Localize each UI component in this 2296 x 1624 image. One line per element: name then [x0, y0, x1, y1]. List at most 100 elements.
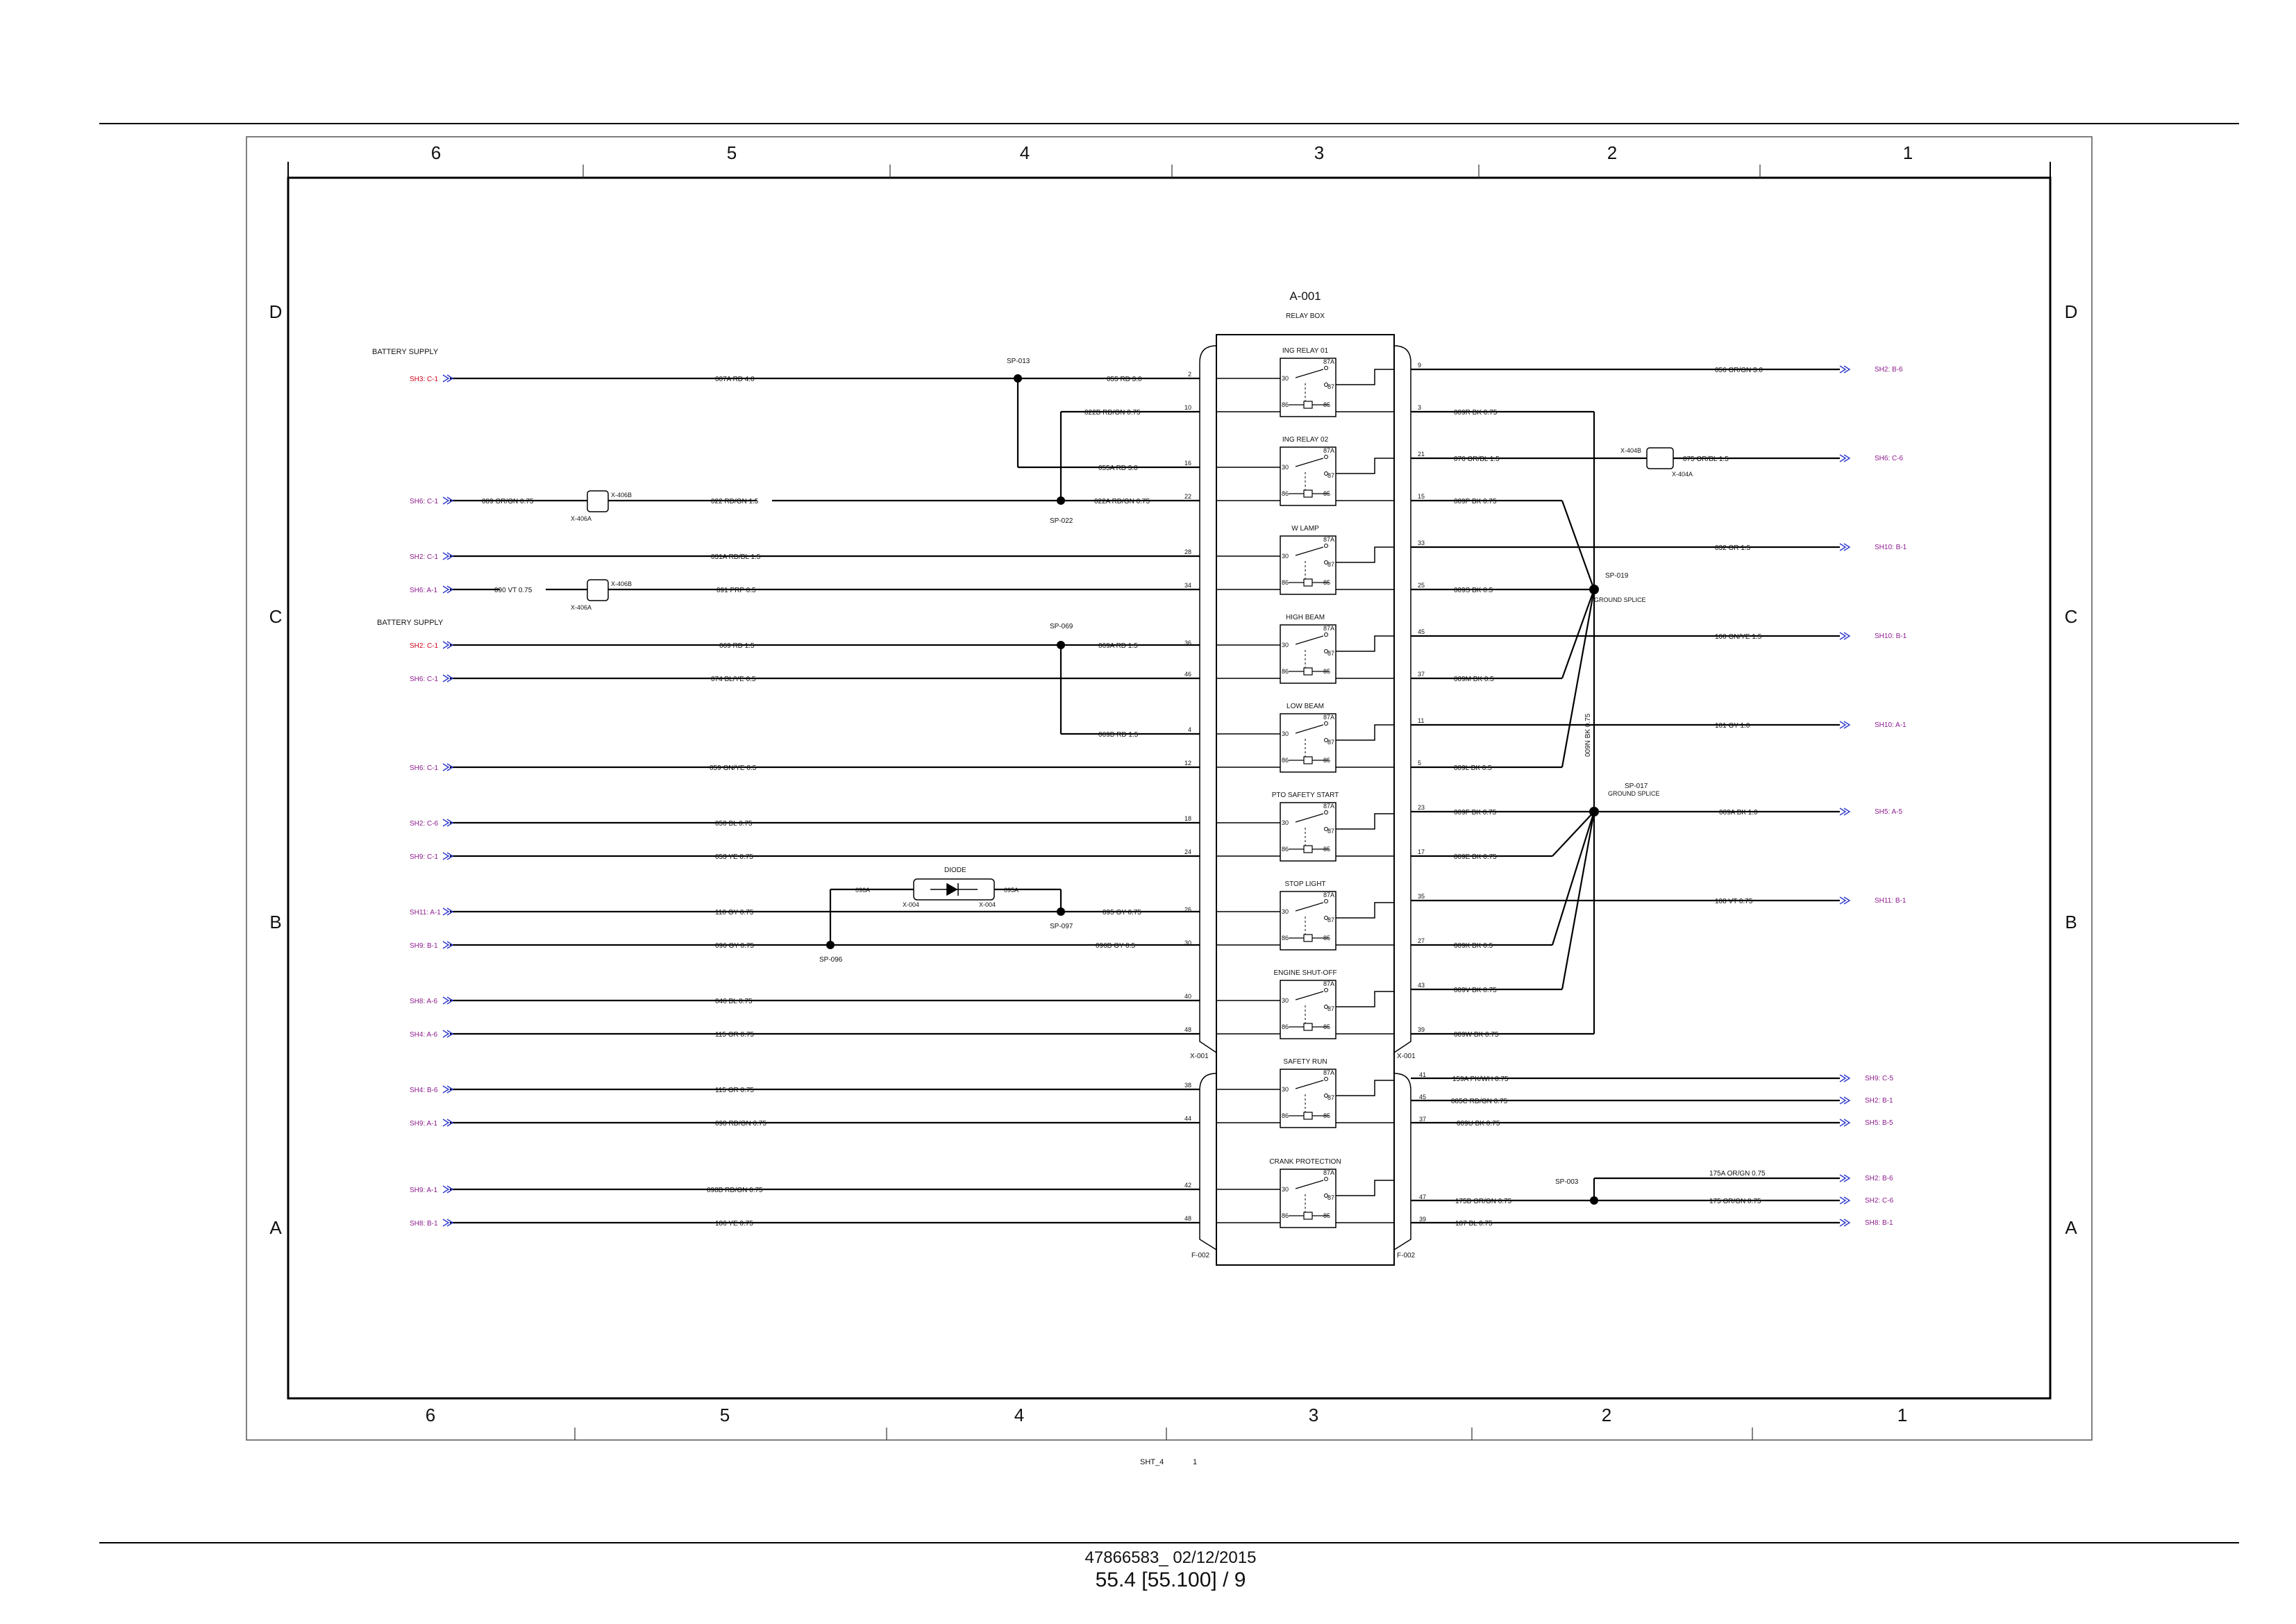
wire-label: 009K BK 0.5: [1454, 942, 1493, 950]
relay-body: [1280, 624, 1336, 684]
column-labels-bottom: 6 5 4 3 2 1: [426, 1405, 1907, 1425]
pin-label: 45: [1419, 1094, 1426, 1100]
wire-label: 009S BK 0.5: [1454, 587, 1493, 594]
relay-coil: [1303, 934, 1313, 942]
relay-name: W LAMP: [1291, 525, 1319, 533]
relay-pin: 30: [1282, 642, 1289, 648]
cross-ref-arrow-icon: [442, 1030, 454, 1038]
pin-label: 11: [1418, 717, 1424, 724]
relay-pin: 85: [1323, 490, 1330, 497]
relay-pin: 85: [1323, 401, 1330, 408]
cross-ref-label: SH2: B-1: [1865, 1097, 1893, 1105]
relay-body: [1280, 713, 1336, 773]
inner-frame: [287, 176, 2052, 1400]
pin-label: 28: [1184, 549, 1191, 555]
wire-label: 175B OR/GN 0.75: [1455, 1198, 1512, 1205]
cross-ref-arrow-icon: [442, 941, 454, 949]
relay-body: [1280, 980, 1336, 1039]
document-reference: 47866583_ 02/12/2015: [1085, 1548, 1257, 1567]
wire-label: 085C RD/GN 0.75: [1451, 1098, 1508, 1105]
cross-ref-label: SH9: B-1: [410, 942, 438, 950]
col-label: 1: [1897, 1405, 1907, 1425]
wire-label: 009R BK 0.75: [1454, 409, 1498, 417]
wire-label: 090 VT 0.75: [494, 587, 533, 594]
sheet-number: 1: [1193, 1458, 1197, 1466]
connector-labels: X-406B X-406A X-406B X-406A X-004 X-004 …: [571, 447, 1693, 908]
cross-ref-arrow-icon: [442, 374, 454, 383]
splice-label: SP-096: [819, 956, 843, 964]
pin-label: 47: [1419, 1194, 1426, 1200]
connector-label: X-004: [903, 901, 919, 908]
wire-label: 009W BK 0.75: [1454, 1031, 1499, 1039]
relay-contact: [1295, 546, 1324, 556]
relay-contact: [1295, 1080, 1324, 1089]
pin-label: 39: [1419, 1216, 1426, 1223]
wire-label: 175A OR/GN 0.75: [1709, 1170, 1766, 1178]
wire-label: 098 RD/GN 0.75: [715, 1120, 766, 1128]
inline-connectors: [587, 447, 1674, 901]
relay-pin: 87A: [1323, 803, 1334, 810]
pin-label: 10: [1184, 404, 1191, 411]
cross-ref-label: SH6: C-1: [410, 676, 439, 683]
wire-label: 022A RD/GN 0.75: [1094, 498, 1150, 505]
relay-pin: 86: [1282, 579, 1289, 586]
vertical-wire-label: 009N BK 0.75: [1584, 713, 1592, 757]
cross-ref-label: SH2: C-6: [1865, 1197, 1894, 1205]
relay-coil: [1303, 489, 1313, 498]
relay-pin: 86: [1282, 490, 1289, 497]
cross-ref-arrow-icon: [1839, 1219, 1851, 1227]
splice-note: GROUND SPLICE: [1608, 790, 1660, 797]
relay-pin: 85: [1323, 1112, 1330, 1119]
wire-label: 175 OR/GN 0.75: [1709, 1198, 1761, 1205]
cross-ref-arrow-icon: [442, 819, 454, 827]
relay-pin: 30: [1282, 730, 1289, 737]
wire-label: 074 BL/YE 0.5: [711, 676, 756, 683]
relay-pin: 85: [1323, 1023, 1330, 1030]
connector-x001-right: [1393, 345, 1411, 1053]
relay-pin: 30: [1282, 997, 1289, 1004]
pin-label: 18: [1184, 815, 1191, 822]
cross-ref-label: SH5: A-5: [1875, 808, 1902, 816]
col-label: 4: [1020, 142, 1030, 163]
relay-pin: 87: [1327, 916, 1334, 923]
wire-label: 076 OR/BL 1.5: [1454, 455, 1500, 463]
row-label: D: [2065, 301, 2078, 322]
splice-note: GROUND SPLICE: [1594, 596, 1646, 603]
splice-dot: [1589, 585, 1599, 594]
wire-label: 096B GY 0.5: [1096, 942, 1136, 950]
connector-f002-left: [1199, 1073, 1217, 1250]
relay-name: CRANK PROTECTION: [1269, 1158, 1341, 1166]
col-label: 3: [1309, 1405, 1318, 1425]
col-label: 6: [431, 142, 441, 163]
relay-pin: 87A: [1323, 625, 1334, 632]
splice-label: SP-069: [1050, 623, 1073, 630]
wire-label: 101 GY 1.0: [1715, 722, 1750, 730]
pin-label: 30: [1184, 939, 1191, 946]
cross-ref-label: SH9: C-1: [410, 853, 439, 861]
cross-ref-arrow-icon: [442, 763, 454, 771]
splice-label: SP-013: [1007, 358, 1030, 365]
pin-label: 12: [1184, 760, 1191, 767]
cross-ref-label: SH6: C-1: [410, 498, 439, 505]
cross-ref-label: SH6: A-1: [410, 587, 437, 594]
wire-label: 009V BK 0.75: [1454, 987, 1497, 994]
cross-ref-arrow-icon: [442, 1085, 454, 1094]
cross-ref-label: SH6: C-1: [410, 764, 439, 772]
col-label: 5: [720, 1405, 730, 1425]
cross-ref-arrow-icon: [1839, 1074, 1851, 1082]
wire-label: 055 RD 3.0: [1107, 376, 1142, 383]
relay-name: ING RELAY 02: [1282, 436, 1329, 444]
cross-ref-arrow-icon: [1839, 1196, 1851, 1205]
relay-contact: [1295, 1180, 1324, 1189]
pin-label: 34: [1184, 582, 1191, 589]
pin-label: 36: [1184, 639, 1191, 646]
relay-pin: 87A: [1323, 891, 1334, 898]
wire-label: 098B RD/GN 0.75: [707, 1187, 763, 1194]
cross-ref-arrow-icon: [442, 674, 454, 683]
